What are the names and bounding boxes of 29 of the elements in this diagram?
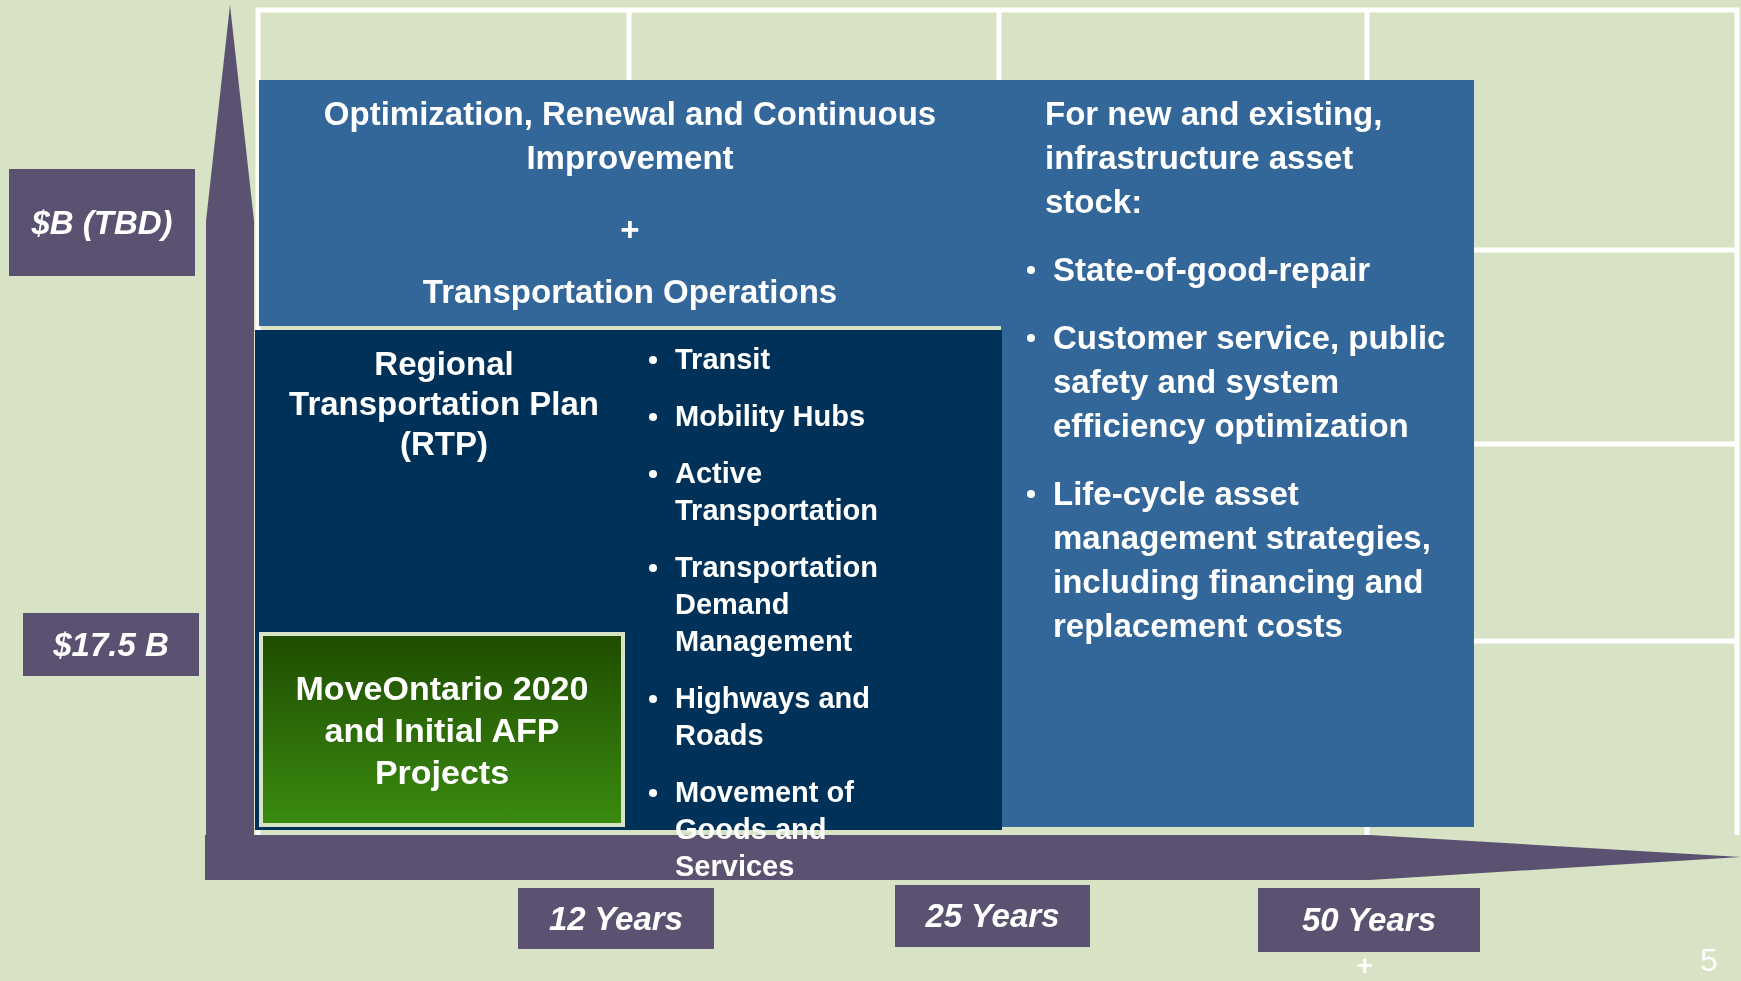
panel-heading: Transportation Operations (421, 272, 839, 312)
plan-panel (259, 80, 1001, 326)
bullet-item: Life-cycle asset management strategies, including financing and replacement costs (1027, 472, 1454, 648)
bullet-item: Highways and Roads (649, 680, 939, 754)
plus-sign: + (1356, 952, 1373, 980)
bullet-item: Active Transportation (649, 455, 939, 529)
plan-panel (1001, 80, 1474, 827)
project-box (259, 632, 625, 827)
axis-label: $17.5 B (53, 624, 169, 665)
axis-value-box (518, 888, 714, 949)
project-label: MoveOntario 2020 and Initial AFP Projects (294, 667, 590, 793)
panel-heading: Regional Transportation Plan (RTP) (288, 344, 600, 464)
page-number: 5 (1700, 944, 1718, 976)
bullet-item: Transit (649, 341, 939, 378)
axis-label: 50 Years (1302, 900, 1436, 940)
plus-sign: + (619, 210, 641, 250)
bullet-item: Customer service, public safety and system efficiency optimization (1027, 316, 1454, 448)
axis-label: 25 Years (925, 896, 1060, 936)
axis-value-box (895, 885, 1090, 947)
axis-value-box (9, 169, 195, 276)
panel-heading: For new and existing, infrastructure asset stock: (1044, 94, 1384, 222)
axis-value-box (1258, 888, 1480, 952)
bullet-item: Mobility Hubs (649, 398, 939, 435)
axis-label: $B (TBD) (31, 202, 173, 243)
bullet-item: State-of-good-repair (1027, 248, 1454, 292)
axis-value-box (23, 613, 199, 676)
bullet-item: Transportation Demand Management (649, 549, 939, 660)
axis-label: 12 Years (549, 898, 683, 939)
panel-heading: Optimization, Renewal and Continuous Improvement (322, 94, 938, 178)
